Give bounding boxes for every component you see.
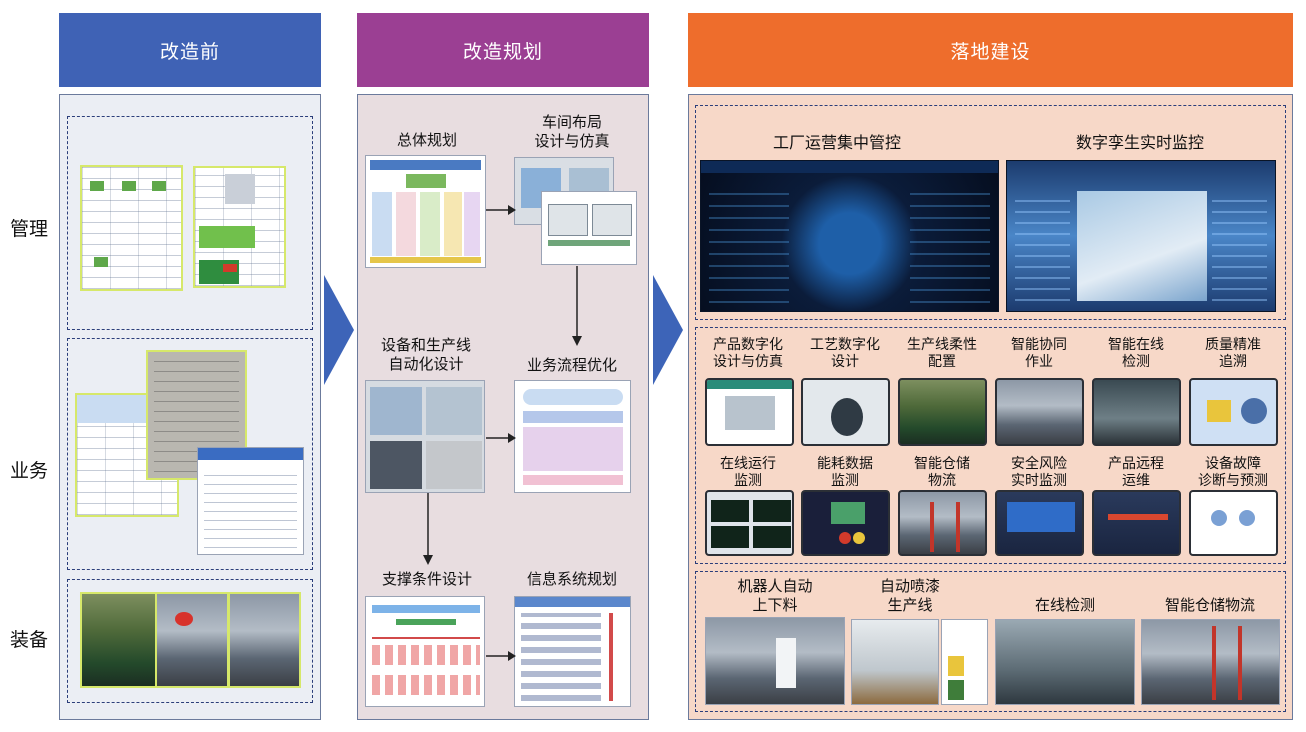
mid2-label-4a: 安全风险 bbox=[1011, 456, 1067, 472]
mid2-label-6b: 诊断与预测 bbox=[1198, 473, 1268, 489]
plan-equipment-label-1: 设备和生产线 bbox=[380, 336, 471, 354]
mid2-label-4b: 实时监测 bbox=[1011, 473, 1067, 489]
plan-process-image bbox=[514, 380, 631, 493]
bottom-image-3 bbox=[995, 619, 1135, 705]
mid1-image-3 bbox=[898, 378, 987, 446]
build-top-box bbox=[695, 105, 1286, 320]
mid1-label-6a: 质量精准 bbox=[1205, 337, 1261, 353]
row-label-business: 业务 bbox=[10, 460, 49, 482]
header-build: 落地建设 bbox=[688, 13, 1293, 87]
mid1-label-6b: 追溯 bbox=[1219, 354, 1247, 370]
mid2-image-5 bbox=[1092, 490, 1181, 556]
row-label-equipment: 装备 bbox=[10, 629, 49, 651]
equipment-photo-3 bbox=[228, 592, 301, 688]
mid2-label-5b: 运维 bbox=[1122, 473, 1150, 489]
mid1-label-3b: 配置 bbox=[928, 354, 956, 370]
mid1-label-5a: 智能在线 bbox=[1108, 337, 1164, 353]
plan-process-label: 业务流程优化 bbox=[526, 356, 617, 374]
connector-arrow-icon bbox=[423, 493, 433, 565]
before-manage-box bbox=[67, 116, 313, 330]
mid1-label-2a: 工艺数字化 bbox=[810, 337, 880, 353]
build-top-label-2: 数字孪生实时监控 bbox=[1075, 133, 1204, 152]
business-software-image bbox=[197, 447, 304, 555]
plan-support-image bbox=[365, 596, 485, 707]
mid2-label-3a: 智能仓储 bbox=[914, 456, 970, 472]
mid2-label-5a: 产品远程 bbox=[1108, 456, 1164, 472]
mid2-image-2 bbox=[801, 490, 890, 556]
mid2-label-3b: 物流 bbox=[928, 473, 956, 489]
plan-info-image bbox=[514, 596, 631, 707]
mid2-label-6a: 设备故障 bbox=[1205, 456, 1261, 472]
bottom-label-2b: 生产线 bbox=[887, 596, 933, 614]
mid1-image-4 bbox=[995, 378, 1084, 446]
mid1-label-1b: 设计与仿真 bbox=[713, 354, 783, 370]
arrow-right-icon bbox=[324, 275, 354, 385]
connector-arrow-icon bbox=[572, 266, 582, 346]
plan-support-label: 支撑条件设计 bbox=[381, 570, 472, 588]
plan-info-label: 信息系统规划 bbox=[526, 570, 617, 588]
mid2-label-2a: 能耗数据 bbox=[817, 456, 873, 472]
bottom-image-4 bbox=[1141, 619, 1280, 705]
row-label-manage: 管理 bbox=[10, 218, 49, 240]
connector-arrow-icon bbox=[486, 205, 516, 215]
bottom-label-1b: 上下料 bbox=[752, 596, 798, 614]
bottom-label-1a: 机器人自动 bbox=[737, 577, 813, 595]
bottom-label-4: 智能仓储物流 bbox=[1164, 596, 1255, 614]
mid2-image-1 bbox=[705, 490, 794, 556]
before-business-box bbox=[67, 338, 313, 570]
plan-layout-label-2: 设计与仿真 bbox=[534, 132, 610, 150]
plan-equipment-image bbox=[365, 380, 485, 493]
build-top-image-1 bbox=[700, 160, 999, 312]
mid2-image-4 bbox=[995, 490, 1084, 556]
bottom-label-2a: 自动喷漆 bbox=[879, 577, 940, 595]
build-mid-box bbox=[695, 327, 1286, 564]
plan-overall-label: 总体规划 bbox=[396, 131, 457, 149]
plan-equipment-label-2: 自动化设计 bbox=[388, 355, 464, 373]
plan-layout-image-2 bbox=[541, 191, 637, 265]
header-before: 改造前 bbox=[59, 13, 321, 87]
equipment-photo-1 bbox=[80, 592, 158, 688]
bottom-image-1 bbox=[705, 617, 845, 705]
bottom-image-2a bbox=[851, 619, 939, 705]
mid1-label-1a: 产品数字化 bbox=[713, 337, 783, 353]
mid1-label-4a: 智能协同 bbox=[1011, 337, 1067, 353]
connector-arrow-icon bbox=[486, 433, 516, 443]
mid1-label-2b: 设计 bbox=[831, 354, 859, 370]
mid1-image-5 bbox=[1092, 378, 1181, 446]
mid2-label-2b: 监测 bbox=[831, 473, 859, 489]
build-bottom-box bbox=[695, 571, 1286, 712]
mid2-label-1a: 在线运行 bbox=[720, 456, 776, 472]
arrow-right-icon bbox=[653, 275, 683, 385]
mid1-image-6 bbox=[1189, 378, 1278, 446]
mid1-label-5b: 检测 bbox=[1122, 354, 1150, 370]
manage-form-image bbox=[80, 165, 183, 291]
mid2-label-1b: 监测 bbox=[734, 473, 762, 489]
mid1-label-4b: 作业 bbox=[1025, 354, 1053, 370]
plan-layout-label-1: 车间布局 bbox=[541, 113, 602, 131]
mid2-image-6 bbox=[1189, 490, 1278, 556]
before-equipment-box bbox=[67, 579, 313, 703]
bottom-image-2b bbox=[941, 619, 988, 705]
header-plan: 改造规划 bbox=[357, 13, 649, 87]
build-top-label-1: 工厂运营集中管控 bbox=[772, 133, 901, 152]
equipment-photo-2 bbox=[155, 592, 229, 688]
build-top-image-2 bbox=[1006, 160, 1276, 312]
mid2-image-3 bbox=[898, 490, 987, 556]
plan-overall-image bbox=[365, 155, 486, 268]
mid1-image-1 bbox=[705, 378, 794, 446]
manage-screen-image bbox=[193, 166, 286, 288]
bottom-label-3: 在线检测 bbox=[1034, 596, 1095, 614]
mid1-label-3a: 生产线柔性 bbox=[907, 337, 977, 353]
mid1-image-2 bbox=[801, 378, 890, 446]
connector-arrow-icon bbox=[486, 651, 516, 661]
